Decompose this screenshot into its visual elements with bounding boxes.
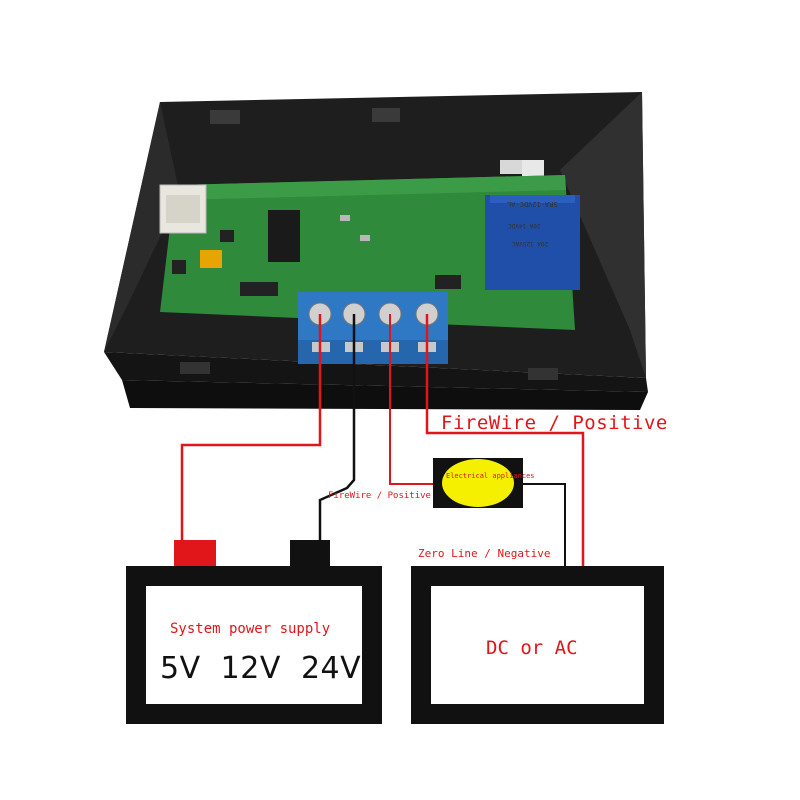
negative-terminal bbox=[290, 540, 330, 566]
voltage-options-label: 5V 12V 24V bbox=[160, 651, 362, 686]
electrical-appliance bbox=[433, 458, 523, 508]
white-connector bbox=[159, 184, 207, 234]
relay-model-label: SRA-12VDC-AL bbox=[507, 200, 558, 208]
dc-ac-box bbox=[411, 566, 664, 724]
wire-red-load bbox=[425, 314, 585, 568]
system-power-supply-label: System power supply bbox=[170, 621, 331, 637]
firewire-positive-label-large: FireWire / Positive bbox=[441, 412, 668, 434]
wire-red-appliance bbox=[389, 314, 435, 485]
power-supply-box bbox=[126, 566, 382, 724]
firewire-positive-label-small: FireWire / Positive bbox=[328, 491, 431, 501]
dc-or-ac-label: DC or AC bbox=[486, 637, 578, 659]
wire-black-load bbox=[522, 483, 566, 568]
relay bbox=[485, 195, 580, 290]
pcb-board bbox=[160, 175, 575, 330]
relay-rating-label-1: 20A 14VDC bbox=[508, 222, 541, 229]
electrical-appliances-label: Electrical appliances bbox=[446, 472, 535, 480]
wire-black-supply bbox=[318, 314, 356, 540]
terminal-block bbox=[298, 292, 448, 364]
relay-rating-label-2: 20A 125VAC bbox=[512, 240, 549, 247]
positive-terminal bbox=[174, 540, 216, 566]
wire-red-supply bbox=[180, 314, 322, 540]
zero-line-negative-label: Zero Line / Negative bbox=[418, 547, 551, 560]
